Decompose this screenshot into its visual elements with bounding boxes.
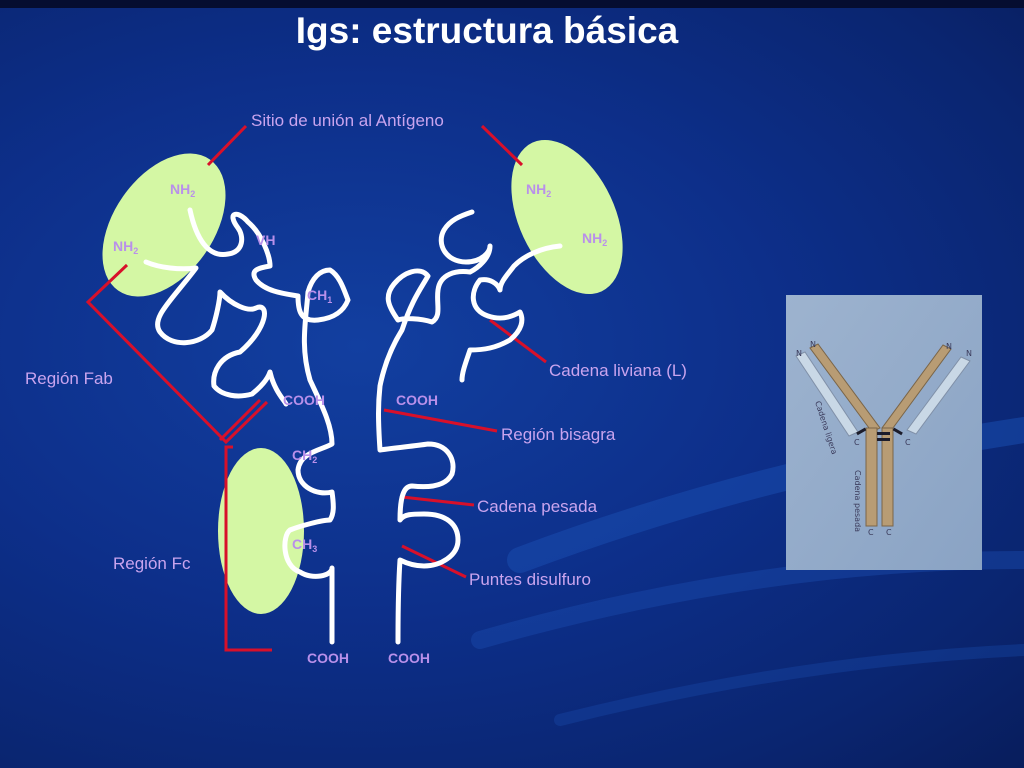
ch1-label: CH1: [307, 287, 332, 305]
photo-disulfide-right: [892, 427, 903, 436]
nh2-right-lower-label: NH2: [582, 230, 607, 248]
fab-bracket: [85, 263, 269, 445]
ch2-label: CH2: [292, 447, 317, 465]
ch3-label: CH3: [292, 536, 317, 554]
hinge-region-callout: Región bisagra: [501, 425, 616, 444]
heavy-chain-leader: [401, 495, 475, 507]
nh2-left-lower-label: NH2: [113, 238, 138, 256]
cooh-left-fc-label: COOH: [307, 650, 349, 666]
photo-heavy-chain-left-arm: [809, 343, 881, 433]
antigen-site-callout: Sitio de unión al Antígeno: [251, 111, 444, 130]
photo-heavy-chain-right-stem: [881, 427, 894, 527]
disulfide-leader: [401, 544, 467, 579]
fab-region-callout: Región Fab: [25, 369, 113, 388]
disulfide-callout: Puntes disulfuro: [469, 570, 591, 589]
right-heavy-chain: [376, 209, 493, 645]
fc-region-highlight: [218, 448, 304, 614]
cooh-left-fab-label: COOH: [283, 392, 325, 408]
heavy-chain-callout: Cadena pesada: [477, 497, 598, 516]
immunoglobulin-chains: [143, 207, 563, 645]
fab-bracket-inner: [218, 398, 262, 442]
photo-c-label-4: C: [886, 528, 892, 537]
photo-light-chain-right: [906, 356, 971, 435]
light-chain-leader: [489, 318, 547, 364]
cooh-right-fc-label: COOH: [388, 650, 430, 666]
left-heavy-chain: [187, 207, 351, 645]
antigen-site-left-highlight: [102, 153, 226, 297]
hinge-leader: [383, 408, 498, 433]
photo-disulfide-bar-2: [877, 438, 890, 441]
top-band: [0, 0, 1024, 8]
antigen-site-right-highlight: [511, 139, 623, 295]
cooh-right-fab-label: COOH: [396, 392, 438, 408]
antibody-photo: N N N N C C C C Cadena ligera Cadena pes…: [786, 295, 982, 570]
callout-texts: Sitio de unión al Antígeno Región Fab Re…: [25, 111, 687, 589]
photo-disulfide-left: [856, 427, 867, 436]
photo-c-label-3: C: [868, 528, 874, 537]
right-light-chain: [459, 243, 563, 383]
slide-title: Igs: estructura básica: [296, 10, 679, 51]
antigen-leader-right: [480, 124, 524, 167]
molecule-labels: NH2 NH2 NH2 NH2 VH CH1 CH2 CH3 COOH COOH…: [113, 181, 607, 666]
photo-c-label-2: C: [905, 438, 911, 447]
vh-label: VH: [256, 232, 275, 248]
photo-n-label-3: N: [946, 342, 952, 351]
leader-lines: [85, 124, 547, 652]
highlight-ovals: [102, 139, 623, 614]
photo-heavy-chain-label: Cadena pesada: [853, 470, 862, 532]
photo-heavy-chain-left-stem: [865, 427, 878, 527]
light-chain-callout: Cadena liviana (L): [549, 361, 687, 380]
nh2-left-upper-label: NH2: [170, 181, 195, 199]
left-light-chain: [143, 259, 289, 407]
photo-disulfide-bar-1: [877, 432, 890, 435]
photo-n-label-2: N: [810, 340, 816, 349]
photo-c-label-1: C: [854, 438, 860, 447]
photo-n-label-4: N: [966, 349, 972, 358]
antigen-leader-left: [206, 124, 248, 167]
nh2-right-upper-label: NH2: [526, 181, 551, 199]
fc-region-callout: Región Fc: [113, 554, 191, 573]
fc-bracket: [224, 445, 272, 652]
photo-n-label-1: N: [796, 349, 802, 358]
